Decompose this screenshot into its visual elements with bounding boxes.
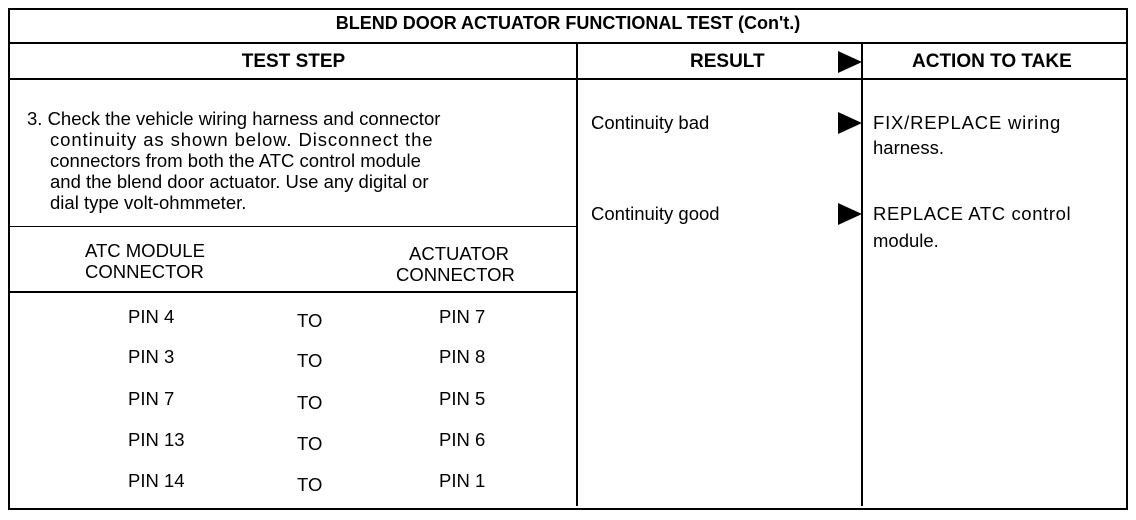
step-line-4: and the blend door actuator. Use any dig… [50,171,429,192]
pin-to-word: TO [297,350,323,371]
table-frame [8,8,1128,510]
result-arrow-icon [838,203,862,225]
result-header: RESULT [690,51,765,72]
pin-from: PIN 7 [128,388,175,409]
pin-to: PIN 1 [439,470,486,491]
pin-to-word: TO [297,474,323,495]
step-line-3: connectors from both the ATC control mod… [50,150,421,171]
pin-from: PIN 3 [128,346,175,367]
test-step-header: TEST STEP [241,51,346,72]
table-title: BLEND DOOR ACTUATOR FUNCTIONAL TEST (Con… [335,13,801,33]
pin-from: PIN 4 [128,306,175,327]
action-replace-line-1: REPLACE ATC control [873,203,1072,224]
pin-to-word: TO [297,310,323,331]
pin-to-word: TO [297,392,323,413]
result-continuity-good: Continuity good [591,203,720,224]
pin-to: PIN 8 [439,346,486,367]
actuator-header-2: CONNECTOR [396,264,515,285]
step-line-5: dial type volt-ohmmeter. [50,192,247,213]
pin-from: PIN 14 [128,470,185,491]
action-replace-line-2: module. [873,230,939,251]
column-divider-2 [861,44,863,506]
atc-module-header-2: CONNECTOR [85,261,204,282]
pin-to-word: TO [297,433,323,454]
column-divider-1 [576,44,578,506]
action-fix-line-1: FIX/REPLACE wiring [873,112,1062,133]
action-fix-line-2: harness. [873,137,944,158]
actuator-header-1: ACTUATOR [409,243,510,264]
step-line-2: continuity as shown below. Disconnect th… [50,129,434,150]
result-arrow-icon [838,112,862,134]
title-divider [8,42,1126,44]
header-divider [8,78,1126,80]
action-header: ACTION TO TAKE [912,51,1072,72]
header-arrow-icon [838,51,862,73]
step-divider [10,226,577,227]
step-line-1: 3. Check the vehicle wiring harness and … [27,108,441,129]
pin-to: PIN 6 [439,429,486,450]
result-continuity-bad: Continuity bad [591,112,710,133]
pin-to: PIN 7 [439,306,486,327]
atc-module-header-1: ATC MODULE [85,240,205,261]
pin-header-divider [10,291,577,293]
pin-from: PIN 13 [128,429,185,450]
pin-to: PIN 5 [439,388,486,409]
